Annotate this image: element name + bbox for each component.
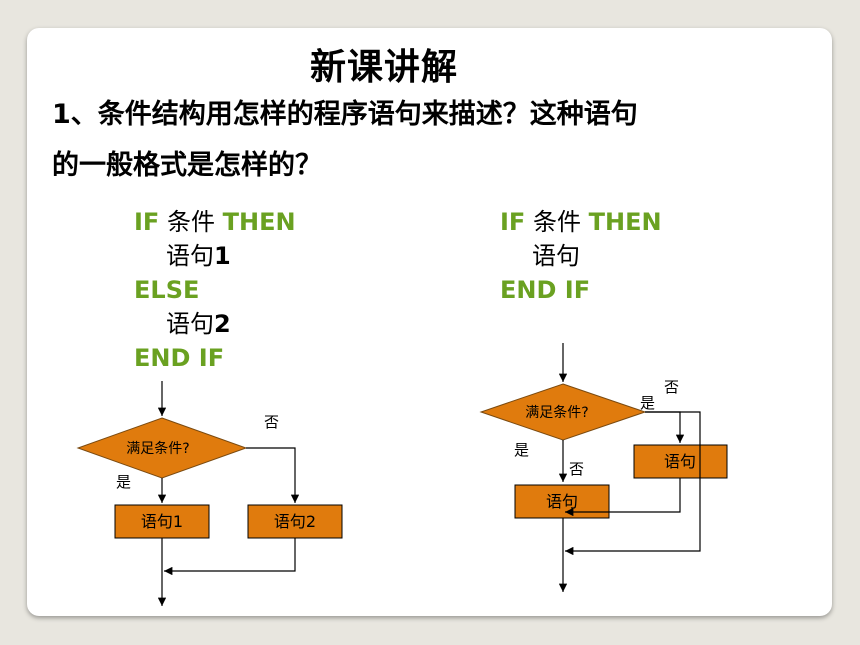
left-if-keyword: IF bbox=[134, 208, 160, 236]
left-stmt1-num: 1 bbox=[214, 242, 231, 270]
left-condition-text: 条件 bbox=[166, 208, 215, 236]
left-box-stmt2-label: 语句2 bbox=[274, 512, 316, 531]
right-merge-arrow-1 bbox=[565, 478, 681, 517]
right-box-yes-label: 语句 bbox=[664, 452, 696, 471]
right-code-endif-line: END IF bbox=[500, 273, 662, 307]
left-box-stmt1-label: 语句1 bbox=[141, 512, 183, 531]
right-endif-keyword: END IF bbox=[500, 276, 591, 304]
left-code-if-line: IF 条件 THEN bbox=[134, 205, 296, 239]
left-no-arrow bbox=[246, 447, 300, 503]
left-then-keyword: THEN bbox=[222, 208, 296, 236]
right-no-label-down: 否 bbox=[569, 460, 584, 478]
right-condition-text: 条件 bbox=[532, 208, 581, 236]
right-then-keyword: THEN bbox=[588, 208, 662, 236]
left-else-keyword: ELSE bbox=[134, 276, 200, 304]
right-yes-label: 是 bbox=[640, 394, 655, 412]
question-line-1: 1、条件结构用怎样的程序语句来描述？这种语句 bbox=[52, 99, 638, 130]
left-code-stmt2-line: 语句2 bbox=[134, 307, 296, 341]
left-merge-arrow bbox=[164, 538, 296, 576]
slide-title: 新课讲解 bbox=[310, 47, 459, 88]
left-yes-label: 是 bbox=[116, 473, 131, 491]
question-line-2: 的一般格式是怎样的？ bbox=[52, 150, 322, 181]
left-stmt2-num: 2 bbox=[214, 310, 231, 338]
right-code-block: IF 条件 THEN 语句 END IF bbox=[500, 205, 662, 307]
right-merge-arrow-2 bbox=[565, 411, 701, 556]
left-code-block: IF 条件 THEN 语句1 ELSE 语句2 END IF bbox=[134, 205, 296, 375]
right-code-stmt-line: 语句 bbox=[500, 239, 662, 273]
right-flowchart: 满足条件? 是 否 是 否 语句 语句 bbox=[479, 343, 728, 592]
left-box-stmt2 bbox=[247, 504, 343, 539]
left-code-stmt1-line: 语句1 bbox=[134, 239, 296, 273]
left-decision-label: 满足条件? bbox=[126, 440, 189, 457]
left-code-else-line: ELSE bbox=[134, 273, 296, 307]
right-decision-label: 满足条件? bbox=[525, 404, 588, 421]
left-no-label: 否 bbox=[264, 413, 279, 431]
left-stmt1-text: 语句 bbox=[166, 242, 214, 270]
left-code-endif-line: END IF bbox=[134, 341, 296, 375]
left-stmt2-text: 语句 bbox=[166, 310, 214, 338]
right-no-label-top: 否 bbox=[664, 378, 679, 396]
right-box-no-label: 语句 bbox=[546, 492, 578, 511]
right-yes-arrow bbox=[645, 411, 685, 443]
right-yes-label-left: 是 bbox=[514, 441, 529, 459]
left-flowchart: 满足条件? 是 否 语句1 语句2 bbox=[76, 381, 343, 606]
right-if-keyword: IF bbox=[500, 208, 526, 236]
left-endif-keyword: END IF bbox=[134, 344, 225, 372]
right-code-if-line: IF 条件 THEN bbox=[500, 205, 662, 239]
right-stmt-text: 语句 bbox=[532, 242, 580, 270]
